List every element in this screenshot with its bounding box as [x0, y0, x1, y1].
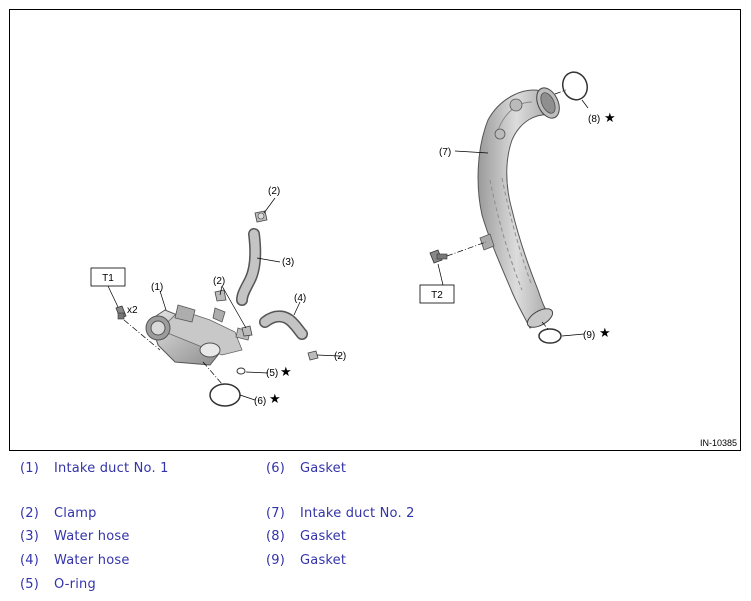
callout-2-right: (2) — [334, 351, 346, 362]
intake-duct-no2 — [477, 87, 560, 329]
callout-2-mid: (2) — [213, 276, 225, 287]
legend-item-2: (2)Clamp — [20, 506, 97, 521]
callout-5: (5) — [266, 368, 278, 379]
water-hose-3 — [236, 228, 262, 306]
legend-item-8: (8)Gasket — [266, 529, 347, 544]
star-5: ★ — [280, 365, 292, 380]
callout-labels: (1) (2) (3) (2) (4) (2) (5) ★ (6) ★ (7) … — [127, 111, 616, 407]
torque-tag-t2: T2 — [419, 284, 455, 304]
legend-item-5: (5)O-ring — [20, 577, 96, 592]
exploded-diagram: (1) (2) (3) (2) (4) (2) (5) ★ (6) ★ (7) … — [9, 9, 741, 451]
callout-7: (7) — [439, 147, 451, 158]
water-hose-4 — [259, 310, 308, 340]
star-8: ★ — [604, 111, 616, 126]
legend-item-9: (9)Gasket — [266, 553, 347, 568]
callout-1: (1) — [151, 282, 163, 293]
star-9: ★ — [599, 326, 611, 341]
bolt-t1 — [115, 305, 161, 351]
diagram-canvas: (1) (2) (3) (2) (4) (2) (5) ★ (6) ★ (7) … — [90, 71, 616, 407]
gasket-9 — [538, 328, 562, 344]
legend-item-3: (3)Water hose — [20, 529, 130, 544]
torque-tag-t1: T1 — [90, 267, 126, 287]
callout-6: (6) — [254, 396, 266, 407]
o-ring-5 — [236, 367, 246, 375]
callout-3: (3) — [282, 257, 294, 268]
qty-label: x2 — [127, 305, 138, 316]
callout-8: (8) — [588, 114, 600, 125]
legend-item-7: (7)Intake duct No. 2 — [266, 506, 415, 521]
clamp-right — [307, 350, 319, 361]
callout-4: (4) — [294, 293, 306, 304]
callout-9: (9) — [583, 330, 595, 341]
legend-item-6: (6)Gasket — [266, 461, 347, 476]
intake-duct-no1 — [145, 304, 251, 366]
star-6: ★ — [269, 392, 281, 407]
gasket-8 — [561, 71, 589, 101]
doc-id: IN-10385 — [699, 438, 737, 448]
gasket-6 — [209, 383, 241, 407]
bolt-t2 — [429, 241, 487, 264]
svg-text:T2: T2 — [431, 290, 443, 301]
clamp-top — [254, 210, 268, 223]
svg-text:T1: T1 — [102, 273, 114, 284]
leader-lines — [107, 99, 589, 401]
legend-item-4: (4)Water hose — [20, 553, 130, 568]
legend-item-1: (1)Intake duct No. 1 — [20, 461, 169, 476]
callout-2-top: (2) — [268, 186, 280, 197]
